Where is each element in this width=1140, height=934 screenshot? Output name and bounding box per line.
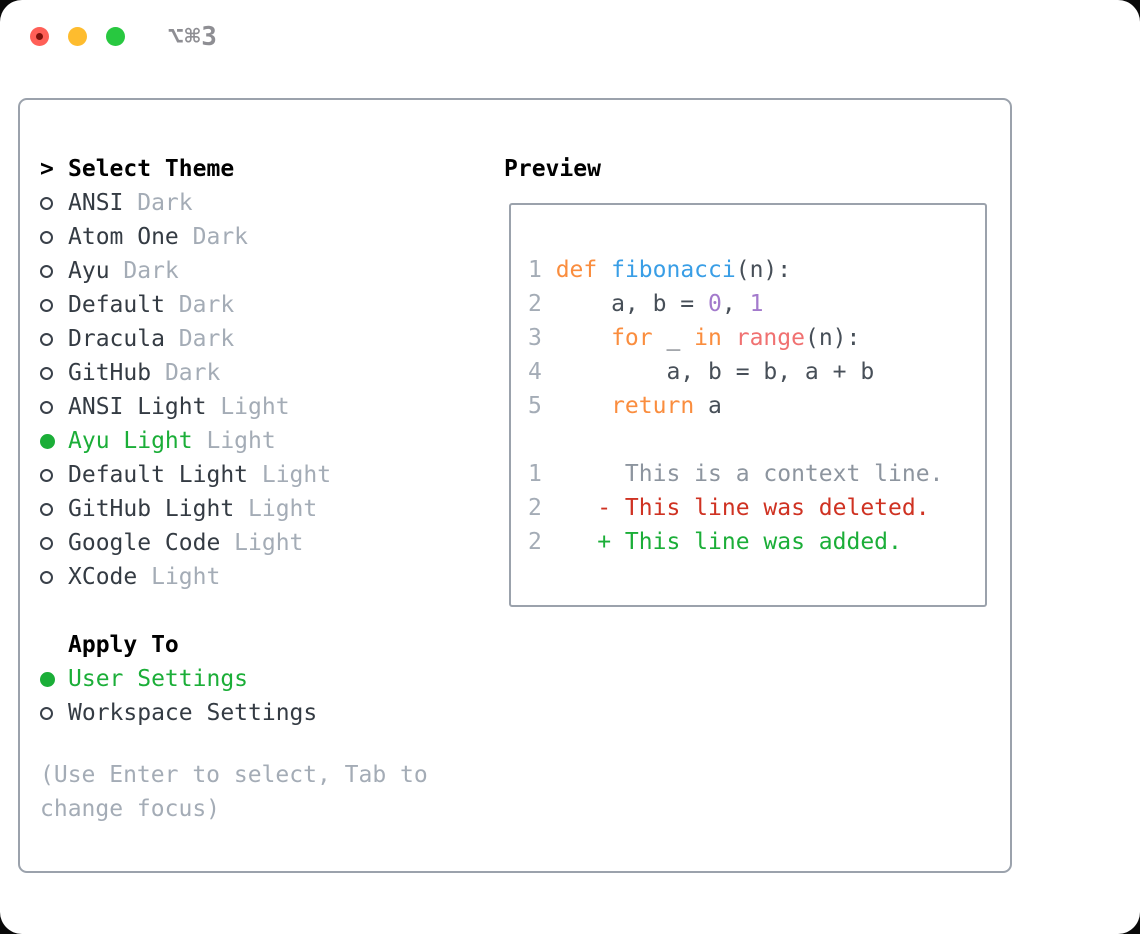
preview-heading: Preview [504,156,601,182]
line-number: 2 [528,495,542,521]
window-title: ⌥⌘3 [168,22,218,52]
theme-option-ayu-light[interactable]: Ayu Light Light [40,424,480,458]
option-label: Ayu [68,258,110,284]
option-label: Google Code [68,530,221,556]
theme-variant-label: Light [261,462,332,488]
theme-option-atom-one[interactable]: Atom One Dark [40,220,480,254]
radio-icon [40,536,68,550]
diff-line-context: 1 This is a context line. [528,457,985,491]
radio-icon [40,332,68,346]
radio-icon [40,366,68,380]
selection-prompt: > [40,156,54,182]
option-label: ANSI Light [68,394,207,420]
radio-icon [40,706,68,720]
apply-option-workspace-settings[interactable]: Workspace Settings [40,696,480,730]
code-line: 3 for _ in range(n): [528,321,985,355]
radio-icon [40,570,68,584]
option-label: ANSI [68,190,124,216]
theme-variant-label: Dark [178,292,235,318]
line-number: 5 [528,393,542,419]
theme-option-ayu[interactable]: Ayu Dark [40,254,480,288]
radio-icon [40,400,68,414]
theme-variant-label: Dark [178,326,235,352]
window-titlebar: ⌥⌘3 [0,0,1140,72]
theme-option-default[interactable]: Default Dark [40,288,480,322]
option-label: Dracula [68,326,165,352]
theme-variant-label: Light [151,564,221,590]
line-number: 2 [528,291,542,317]
option-label: Ayu Light [68,428,193,454]
theme-variant-label: Dark [123,258,179,284]
radio-icon [40,468,68,482]
radio-selected-icon [40,671,68,687]
option-label: GitHub Light [68,496,235,522]
option-label: Atom One [68,224,179,250]
theme-variant-label: Dark [164,360,221,386]
select-theme-heading-row: > Select Theme [40,152,480,186]
code-line: 2 a, b = 0, 1 [528,287,985,321]
diff-line-deleted: 2 - This line was deleted. [528,491,985,525]
hint-text: (Use Enter to select, Tab to change focu… [40,762,428,822]
radio-icon [40,230,68,244]
option-label: GitHub [68,360,152,386]
select-theme-heading: Select Theme [68,156,235,182]
theme-variant-label: Dark [137,190,193,216]
radio-selected-icon [40,433,68,449]
theme-option-xcode[interactable]: XCode Light [40,560,480,594]
apply-to-heading-row: Apply To [40,628,480,662]
theme-option-ansi[interactable]: ANSI Dark [40,186,480,220]
diff-line-added: 2 + This line was added. [528,525,985,559]
code-line: 5 return a [528,389,985,423]
theme-variant-label: Light [206,428,276,454]
theme-option-github-light[interactable]: GitHub Light Light [40,492,480,526]
close-button[interactable] [30,27,49,46]
theme-variant-label: Dark [192,224,249,250]
line-number: 3 [528,325,542,351]
minimize-button[interactable] [68,27,87,46]
theme-option-dracula[interactable]: Dracula Dark [40,322,480,356]
apply-to-heading: Apply To [68,632,179,658]
line-number: 1 [528,257,542,283]
code-line: 4 a, b = b, a + b [528,355,985,389]
close-dot-icon [36,33,43,40]
option-label: User Settings [68,666,249,692]
option-label: Workspace Settings [68,700,318,726]
theme-option-github[interactable]: GitHub Dark [40,356,480,390]
theme-variant-label: Light [220,394,290,420]
theme-option-default-light[interactable]: Default Light Light [40,458,480,492]
line-number: 1 [528,461,542,487]
line-number: 2 [528,529,542,555]
line-number: 4 [528,359,542,385]
radio-icon [40,502,68,516]
radio-icon [40,298,68,312]
radio-icon [40,196,68,210]
apply-option-user-settings[interactable]: User Settings [40,662,480,696]
zoom-button[interactable] [106,27,125,46]
radio-icon [40,264,68,278]
theme-variant-label: Light [234,530,304,556]
option-label: Default [68,292,165,318]
theme-variant-label: Light [248,496,318,522]
theme-option-google-code[interactable]: Google Code Light [40,526,480,560]
option-label: Default Light [68,462,249,488]
option-label: XCode [68,564,138,590]
theme-option-ansi-light[interactable]: ANSI Light Light [40,390,480,424]
